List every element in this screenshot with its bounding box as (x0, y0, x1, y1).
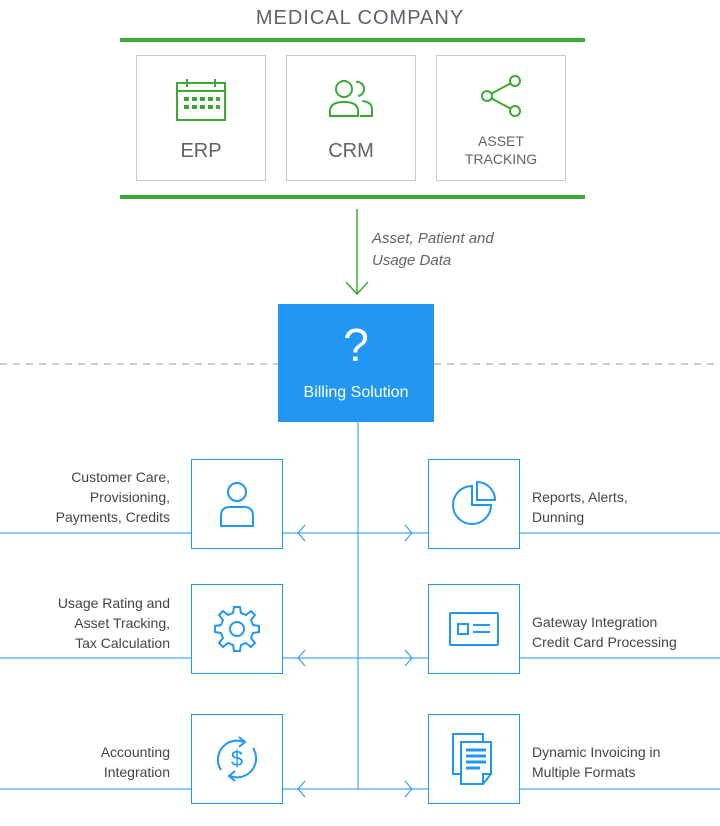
asset-tracking-box: ASSET TRACKING (436, 55, 566, 181)
chevron-left-1 (297, 524, 306, 542)
gateway-text: Gateway Integration Credit Card Processi… (532, 612, 720, 652)
gateway-box (428, 584, 520, 674)
flow-label-line1: Asset, Patient and (372, 230, 494, 247)
pie-chart-icon (429, 460, 519, 548)
erp-box: ERP (136, 55, 266, 181)
gear-icon (192, 585, 282, 673)
svg-text:$: $ (231, 746, 243, 771)
usage-rating-line2: Asset Tracking, (74, 615, 170, 631)
users-icon (287, 78, 415, 123)
asset-tracking-label-line1: ASSET (478, 133, 524, 149)
usage-rating-line1: Usage Rating and (57, 595, 170, 611)
customer-care-line3: Payments, Credits (55, 509, 170, 525)
chevron-right-2 (404, 649, 413, 667)
chevron-right-1 (404, 524, 413, 542)
customer-care-box (191, 459, 283, 549)
gateway-line1: Gateway Integration (532, 614, 658, 630)
reports-line1: Reports, Alerts, (532, 489, 628, 505)
flow-arrow-head (345, 281, 369, 296)
documents-icon (429, 715, 519, 803)
invoicing-box (428, 714, 520, 804)
question-mark: ? (343, 319, 369, 371)
customer-care-text: Customer Care, Provisioning, Payments, C… (0, 467, 170, 527)
crm-box: CRM (286, 55, 416, 181)
asset-tracking-label-line2: TRACKING (464, 151, 538, 167)
invoicing-text: Dynamic Invoicing in Multiple Formats (532, 742, 720, 782)
flow-label: Asset, Patient and Usage Data (372, 228, 494, 272)
user-icon (192, 460, 282, 548)
dollar-cycle-icon: $ (192, 715, 282, 803)
crm-label: CRM (328, 140, 374, 162)
gateway-line2: Credit Card Processing (532, 634, 677, 650)
credit-card-icon (429, 585, 519, 673)
bottom-green-bar (120, 195, 585, 199)
chevron-right-3 (404, 780, 413, 798)
top-green-bar (120, 38, 585, 42)
chevron-left-3 (297, 780, 306, 798)
accounting-text: Accounting Integration (0, 742, 170, 782)
invoicing-line2: Multiple Formats (532, 764, 636, 780)
usage-rating-text: Usage Rating and Asset Tracking, Tax Cal… (0, 593, 170, 653)
chevron-left-2 (297, 649, 306, 667)
erp-label: ERP (180, 140, 222, 162)
customer-care-line1: Customer Care, (71, 469, 170, 485)
share-icon (437, 74, 565, 123)
asset-tracking-label: ASSET TRACKING (437, 132, 565, 168)
customer-care-line2: Provisioning, (89, 489, 170, 505)
accounting-line1: Accounting (100, 744, 170, 760)
accounting-box: $ (191, 714, 283, 804)
usage-rating-box (191, 584, 283, 674)
company-title: MEDICAL COMPANY (255, 7, 465, 29)
billing-solution-label: Billing Solution (303, 384, 409, 401)
calendar-icon (137, 78, 265, 127)
usage-rating-line3: Tax Calculation (75, 635, 170, 651)
billing-solution-box: ? Billing Solution (278, 304, 434, 422)
flow-label-line2: Usage Data (372, 252, 452, 269)
accounting-line2: Integration (103, 764, 170, 780)
reports-box (428, 459, 520, 549)
reports-line2: Dunning (532, 509, 585, 525)
reports-text: Reports, Alerts, Dunning (532, 487, 720, 527)
invoicing-line1: Dynamic Invoicing in (532, 744, 661, 760)
